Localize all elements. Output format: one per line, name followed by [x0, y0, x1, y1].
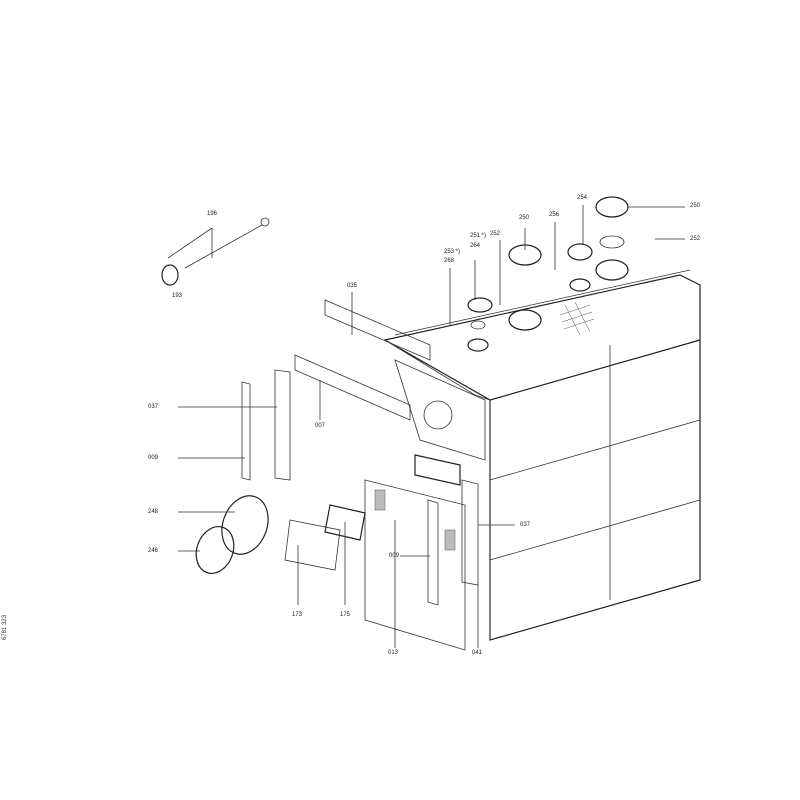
label-007: 007	[315, 423, 326, 429]
flange-rings	[195, 495, 366, 574]
label-037-right: 037	[520, 522, 531, 528]
label-035: 035	[347, 283, 358, 289]
insulation-strips	[241, 299, 479, 586]
label-252-right: 252	[690, 236, 701, 242]
label-250-left: 250	[519, 215, 530, 221]
front-panel	[364, 454, 466, 651]
document-id: 6781 323	[2, 614, 8, 640]
label-250-right: 250	[690, 203, 701, 209]
opening	[423, 400, 453, 430]
label-009-left: 009	[148, 455, 159, 461]
label-173: 173	[292, 612, 303, 618]
label-193: 193	[172, 293, 183, 299]
label-252-left: 252	[490, 231, 501, 237]
label-268: 268	[444, 258, 455, 264]
side-panel	[394, 359, 486, 461]
label-248: 248	[148, 509, 159, 515]
label-009-right: 009	[389, 553, 400, 559]
label-013: 013	[388, 650, 399, 656]
label-256: 256	[549, 212, 560, 218]
label-253: 253 *)	[444, 249, 461, 255]
leader-lines	[167, 205, 685, 648]
label-251: 251 *)	[470, 233, 487, 239]
rod-assembly	[161, 217, 270, 286]
label-196: 196	[207, 211, 218, 217]
label-264: 264	[470, 243, 481, 249]
cabinet-body	[383, 269, 701, 641]
label-246: 246	[148, 548, 159, 554]
top-fittings	[467, 196, 629, 352]
label-041: 041	[472, 650, 483, 656]
label-037-left: 037	[148, 404, 159, 410]
label-254: 254	[577, 195, 588, 201]
label-175: 175	[340, 612, 351, 618]
